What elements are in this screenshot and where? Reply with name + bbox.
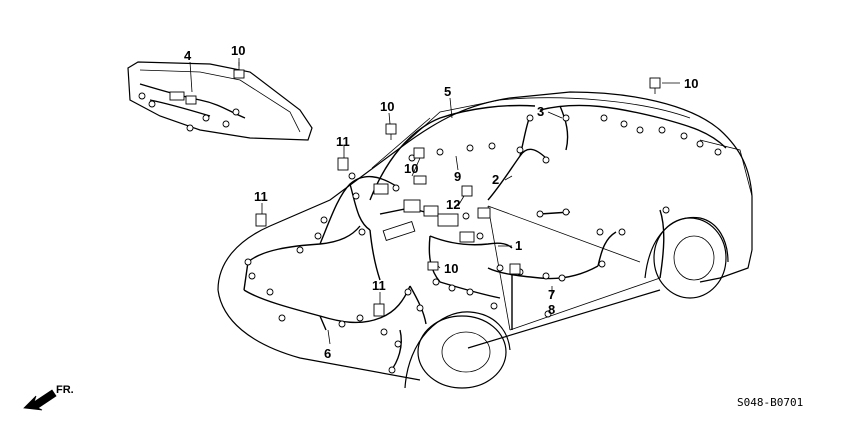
callout-11-left: 11 — [254, 189, 268, 204]
callout-10-windshield: 10 — [380, 99, 394, 114]
front-direction-arrow-icon: FR. — [23, 384, 74, 411]
callout-9: 9 — [454, 169, 461, 184]
callout-8: 8 — [548, 302, 555, 317]
connectors — [244, 114, 722, 374]
leader-lines — [189, 58, 680, 345]
callout-10-top-right: 10 — [684, 76, 698, 91]
callout-12: 12 — [446, 197, 460, 212]
callout-6: 6 — [324, 346, 331, 361]
bolt-icon — [233, 62, 661, 317]
front-direction-label: FR. — [56, 384, 74, 396]
callout-5: 5 — [444, 84, 451, 99]
diagram-part-code: S048-B0701 — [737, 396, 803, 409]
callout-labels: 4 10 10 10 5 3 11 2 10 9 11 12 1 10 11 7… — [184, 43, 698, 361]
callout-7: 7 — [548, 287, 555, 302]
callout-3: 3 — [537, 104, 544, 119]
callout-10-lower: 10 — [444, 261, 458, 276]
dashboard-harness — [127, 61, 313, 141]
callout-10-dashboard: 10 — [231, 43, 245, 58]
callout-4: 4 — [184, 48, 192, 63]
harness-routing — [243, 104, 727, 373]
callout-11-cowl: 11 — [336, 134, 350, 149]
car-body — [217, 91, 753, 389]
callout-11-lower: 11 — [372, 278, 386, 293]
callout-10-center: 10 — [404, 161, 418, 176]
callout-2: 2 — [492, 172, 499, 187]
callout-1: 1 — [515, 238, 522, 253]
